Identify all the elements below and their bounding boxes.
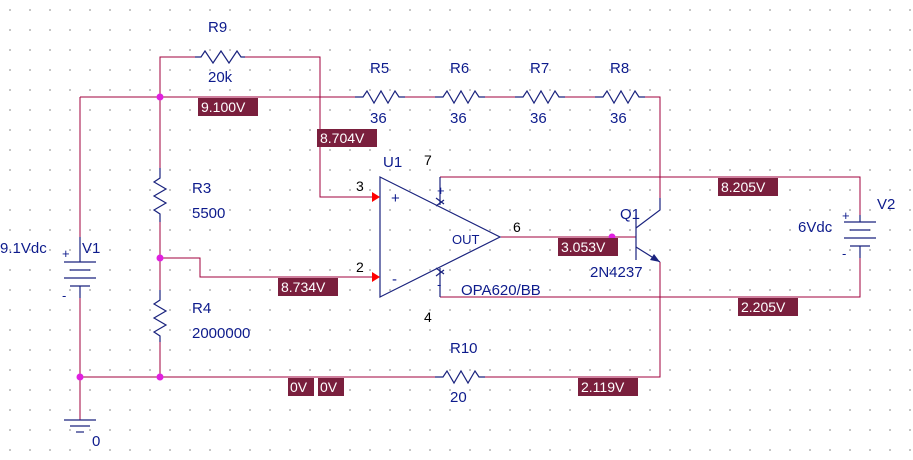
wire-v-neg-supply bbox=[440, 258, 861, 298]
v2-value-label: 6Vdc bbox=[798, 219, 833, 236]
r9-value-label: 20k bbox=[208, 69, 233, 86]
wire-r10-emitter bbox=[485, 262, 661, 378]
v2-ref-label: V2 bbox=[877, 196, 895, 213]
u1-out-label: OUT bbox=[452, 232, 480, 247]
r3-ref-label: R3 bbox=[192, 180, 211, 197]
voltage-marker-top-rail: 9.100V bbox=[198, 98, 258, 116]
wire-r8-collector bbox=[645, 96, 661, 198]
r6-value-label: 36 bbox=[450, 110, 467, 127]
u1-model-label: OPA620/BB bbox=[461, 282, 541, 299]
junction-dot bbox=[76, 373, 84, 381]
voltage-inv-input: 8.734V bbox=[281, 279, 326, 295]
r7-ref-label: R7 bbox=[530, 60, 549, 77]
voltage-source-v1[interactable]: + - bbox=[62, 237, 96, 303]
ground-label: 0 bbox=[92, 433, 100, 450]
voltage-source-v2[interactable]: + - bbox=[842, 208, 876, 261]
voltage-neg-supply: 2.205V bbox=[741, 299, 786, 315]
component-labels: R9 20k R5 36 R6 36 R7 36 R8 36 R3 5500 R… bbox=[0, 19, 895, 450]
pin6-number: 6 bbox=[513, 219, 521, 235]
voltage-marker-noninv: 8.704V bbox=[317, 129, 377, 147]
voltage-marker-out: 3.053V bbox=[558, 238, 618, 256]
v1-value-label: 9.1Vdc bbox=[0, 240, 47, 257]
r5-ref-label: R5 bbox=[370, 60, 389, 77]
voltage-markers: 9.100V 8.704V 8.734V 8.205V 3.053V 2.205… bbox=[198, 98, 798, 396]
v2-minus-sign: - bbox=[842, 246, 846, 261]
pin3-arrow bbox=[372, 192, 380, 202]
resistor-r3[interactable] bbox=[152, 168, 168, 222]
v2-plus-sign: + bbox=[842, 208, 850, 223]
r3-value-label: 5500 bbox=[192, 205, 225, 222]
voltage-marker-vpos: 8.205V bbox=[718, 178, 778, 196]
voltage-ground-b: 0V bbox=[320, 379, 338, 395]
voltage-pos-supply: 8.205V bbox=[721, 179, 766, 195]
v1-ref-label: V1 bbox=[82, 240, 100, 257]
q1-ref-label: Q1 bbox=[620, 206, 640, 223]
r5-value-label: 36 bbox=[370, 110, 387, 127]
voltage-noninv-input: 8.704V bbox=[320, 130, 365, 146]
opamp-u1[interactable] bbox=[372, 176, 502, 298]
junction-dot bbox=[156, 254, 164, 262]
u1-vminus-sign: - bbox=[437, 277, 441, 292]
r8-ref-label: R8 bbox=[610, 60, 629, 77]
r9-ref-label: R9 bbox=[208, 19, 227, 36]
emitter-arrow bbox=[650, 254, 660, 262]
r8-value-label: 36 bbox=[610, 110, 627, 127]
pin7-number: 7 bbox=[424, 152, 432, 168]
wires bbox=[79, 56, 861, 420]
u1-minus-input-sign: - bbox=[392, 271, 397, 288]
voltage-emitter: 2.119V bbox=[581, 379, 625, 395]
r6-ref-label: R6 bbox=[450, 60, 469, 77]
voltage-opamp-output: 3.053V bbox=[561, 239, 606, 255]
ground-symbol bbox=[64, 419, 96, 433]
pin4-number: 4 bbox=[424, 309, 432, 325]
r10-value-label: 20 bbox=[450, 389, 467, 406]
u1-ref-label: U1 bbox=[383, 154, 402, 171]
resistor-r10[interactable] bbox=[435, 369, 485, 385]
wire-r9-left bbox=[159, 56, 195, 97]
q1-model-label: 2N4237 bbox=[590, 264, 643, 281]
junction-dot bbox=[156, 93, 164, 101]
u1-vplus-sign: + bbox=[437, 183, 445, 198]
transistor-q1[interactable] bbox=[635, 198, 661, 263]
voltage-marker-ground-a: 0V bbox=[288, 378, 314, 396]
pin-numbers: 3 2 6 7 4 bbox=[356, 152, 521, 325]
pin3-number: 3 bbox=[356, 178, 364, 194]
r7-value-label: 36 bbox=[530, 110, 547, 127]
resistor-r7[interactable] bbox=[515, 89, 565, 105]
r4-value-label: 2000000 bbox=[192, 325, 250, 342]
resistor-r6[interactable] bbox=[435, 89, 485, 105]
resistor-r9[interactable] bbox=[195, 49, 245, 65]
wire-r9-to-pin3 bbox=[245, 56, 372, 198]
r10-ref-label: R10 bbox=[450, 340, 478, 357]
v1-minus-sign: - bbox=[62, 288, 66, 303]
pin2-number: 2 bbox=[356, 259, 364, 275]
voltage-top-rail: 9.100V bbox=[201, 99, 246, 115]
resistor-r5[interactable] bbox=[355, 89, 405, 105]
resistor-r8[interactable] bbox=[595, 89, 645, 105]
pin2-arrow bbox=[372, 272, 380, 282]
voltage-marker-vneg: 2.205V bbox=[738, 298, 798, 316]
wire-v-pos-supply bbox=[440, 176, 861, 215]
voltage-marker-emitter: 2.119V bbox=[578, 378, 638, 396]
r4-ref-label: R4 bbox=[192, 300, 211, 317]
voltage-marker-inv: 8.734V bbox=[278, 278, 338, 296]
junction-dot bbox=[156, 373, 164, 381]
u1-plus-input-sign: + bbox=[391, 190, 400, 207]
resistor-r4[interactable] bbox=[152, 290, 168, 342]
voltage-ground-a: 0V bbox=[290, 379, 308, 395]
wire-divider-to-pin2 bbox=[160, 257, 372, 278]
v1-plus-sign: + bbox=[62, 246, 70, 261]
voltage-marker-ground-b: 0V bbox=[318, 378, 344, 396]
